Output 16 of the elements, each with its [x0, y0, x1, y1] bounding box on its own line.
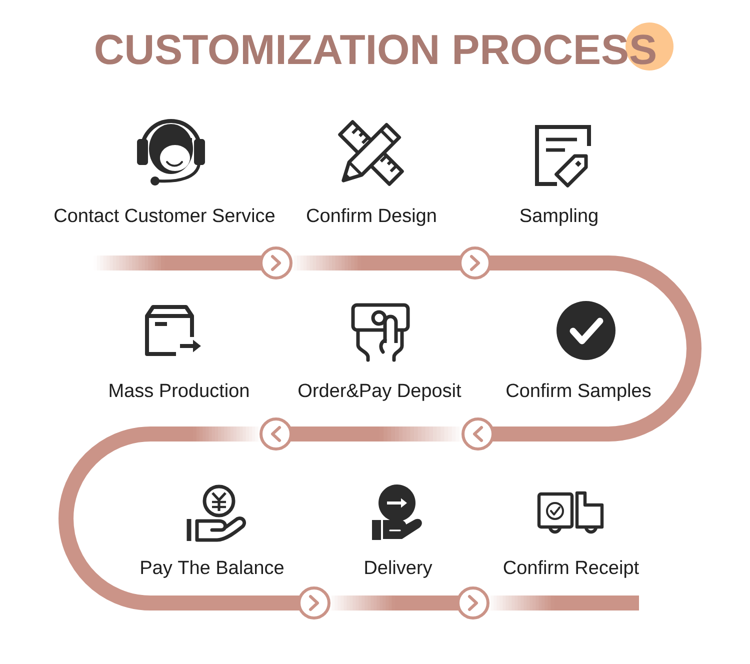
flow-curve [559, 256, 702, 442]
step-label: Delivery [365, 560, 432, 578]
step-label: Confirm Samples [506, 383, 651, 401]
step-label: Sampling [520, 208, 598, 226]
step-label: Contact Customer Service [54, 208, 274, 222]
step-label: Order&Pay Deposit [298, 383, 462, 401]
step-label: Confirm Design [307, 208, 436, 226]
flow-arrow [212, 586, 398, 620]
step-label: Mass Production [110, 383, 248, 398]
flow-curve [58, 426, 212, 610]
step-label: Confirm Receipt [504, 560, 639, 578]
flow-arrow [164, 246, 372, 280]
flow-arrow [179, 418, 380, 450]
flow-arrow [398, 586, 571, 620]
step-label: Pay The Balance [141, 560, 284, 578]
flow-arrow [372, 246, 559, 280]
